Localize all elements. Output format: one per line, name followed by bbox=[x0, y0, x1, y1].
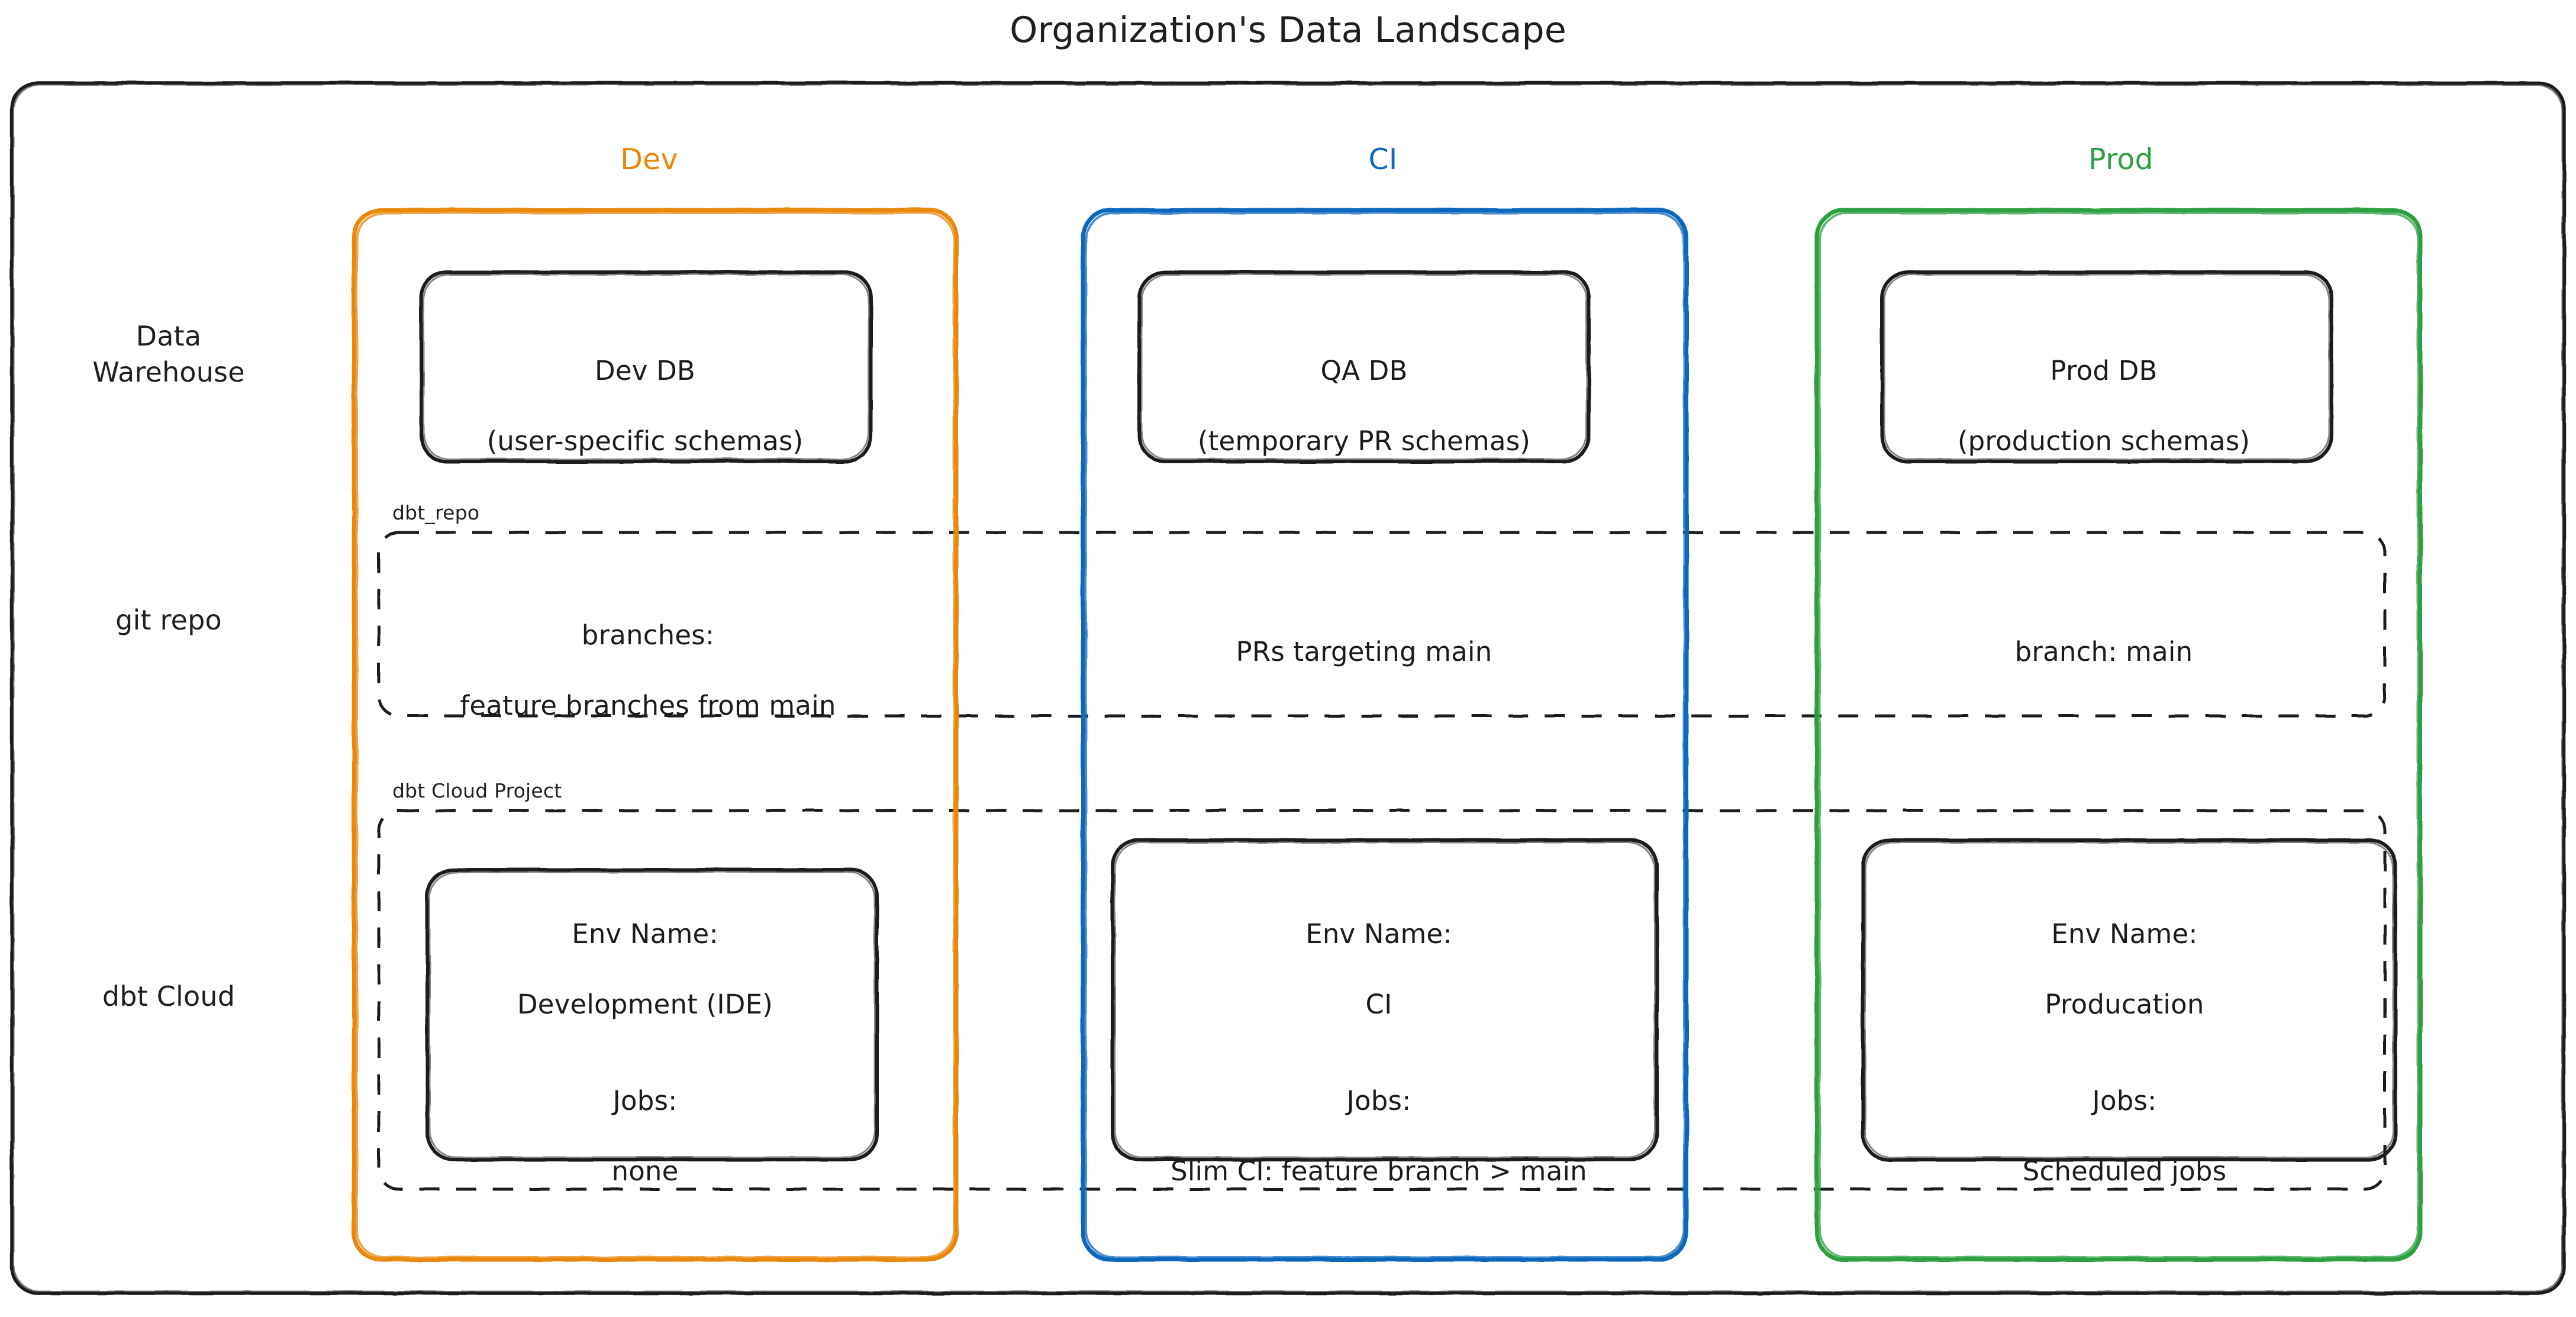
row-label-data-warehouse: Data Warehouse bbox=[92, 320, 245, 388]
card-dev-env: Env Name: Development (IDE) Jobs: none bbox=[417, 882, 873, 1189]
git-cell-ci-title: PRs targeting main bbox=[1236, 636, 1492, 668]
card-qa-db-title: QA DB bbox=[1320, 355, 1408, 387]
card-ci-jobs-value: Slim CI: feature branch > main bbox=[1171, 1155, 1587, 1187]
group-caption-dbt-repo: dbt_repo bbox=[392, 501, 480, 524]
git-cell-dev-detail: feature branches from main bbox=[460, 690, 836, 722]
card-dev-jobs-label: Jobs: bbox=[612, 1084, 678, 1116]
column-header-dev: Dev bbox=[620, 143, 678, 176]
card-prod-jobs-value: Scheduled jobs bbox=[2022, 1155, 2227, 1187]
card-ci-env-label: Env Name: bbox=[1305, 918, 1452, 950]
column-header-ci: CI bbox=[1368, 143, 1398, 176]
git-cell-prod-title: branch: main bbox=[2014, 636, 2193, 668]
card-dev-env-label: Env Name: bbox=[572, 918, 718, 950]
card-prod-env-spacer bbox=[1858, 1022, 2391, 1048]
card-dev-db-title: Dev DB bbox=[595, 355, 695, 387]
card-dev-env-value: Development (IDE) bbox=[517, 989, 773, 1021]
card-dev-db-detail: (user-specific schemas) bbox=[486, 425, 804, 457]
card-prod-env-value: Producation bbox=[2045, 989, 2204, 1021]
card-prod-env: Env Name: Producation Jobs: Scheduled jo… bbox=[1858, 882, 2391, 1189]
card-prod-jobs-label: Jobs: bbox=[2092, 1084, 2157, 1116]
card-prod-db: Prod DB (production schemas) bbox=[1870, 318, 2338, 459]
card-dev-env-spacer bbox=[417, 1022, 873, 1048]
page-title: Organization's Data Landscape bbox=[1010, 9, 1566, 51]
card-dev-jobs-value: none bbox=[611, 1155, 679, 1187]
card-ci-env-value: CI bbox=[1365, 989, 1392, 1021]
card-qa-db-detail: (temporary PR schemas) bbox=[1197, 425, 1531, 457]
card-ci-env: Env Name: CI Jobs: Slim CI: feature bran… bbox=[1113, 882, 1645, 1189]
card-ci-jobs-label: Jobs: bbox=[1346, 1084, 1411, 1116]
group-caption-dbt-cloud-project: dbt Cloud Project bbox=[392, 779, 562, 802]
card-prod-env-label: Env Name: bbox=[2051, 918, 2198, 950]
row-label-dbt-cloud: dbt Cloud bbox=[102, 980, 236, 1012]
git-cell-dev-title: branches: bbox=[581, 619, 715, 651]
git-cell-dev: branches: feature branches from main bbox=[388, 583, 908, 724]
card-dev-db: Dev DB (user-specific schemas) bbox=[417, 318, 873, 459]
git-cell-ci: PRs targeting main bbox=[1124, 599, 1604, 670]
row-label-git-repo: git repo bbox=[115, 604, 222, 636]
card-ci-env-spacer bbox=[1113, 1022, 1645, 1048]
card-prod-db-title: Prod DB bbox=[2050, 355, 2158, 387]
card-qa-db: QA DB (temporary PR schemas) bbox=[1130, 318, 1598, 459]
git-cell-prod: branch: main bbox=[1870, 599, 2338, 670]
card-prod-db-detail: (production schemas) bbox=[1957, 425, 2251, 457]
column-header-prod: Prod bbox=[2088, 143, 2153, 176]
